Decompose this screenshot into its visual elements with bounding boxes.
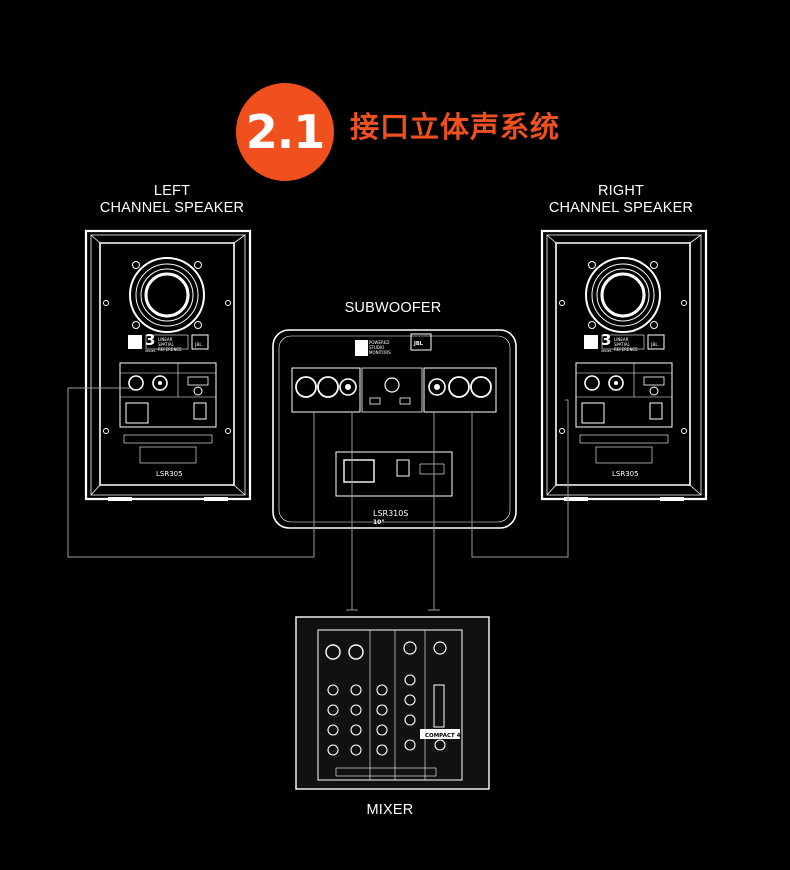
sub-model: LSR310S <box>373 509 408 518</box>
left-speaker-brand-3: REFERENCE <box>158 347 182 352</box>
left-speaker-series-sub: SERIES <box>145 349 156 353</box>
mixer-panel: COMPACT 4 <box>296 617 489 789</box>
mixer-model: COMPACT 4 <box>425 733 461 739</box>
right-speaker-jbl: JBL <box>650 342 658 348</box>
sub-brand-3: MONITORS <box>369 350 391 355</box>
right-speaker-panel <box>542 231 706 501</box>
subwoofer-panel: POWERED STUDIO MONITORS JBL LSR310S 10" <box>273 330 516 528</box>
right-speaker-series: 3 <box>601 331 611 349</box>
sub-size: 10" <box>373 519 384 526</box>
sub-jbl: JBL <box>413 341 424 347</box>
left-speaker-model: LSR305 <box>156 470 183 478</box>
left-speaker-series: 3 <box>145 331 155 349</box>
right-speaker-model: LSR305 <box>612 470 639 478</box>
right-speaker-series-sub: SERIES <box>601 349 612 353</box>
right-speaker-brand-3: REFERENCE <box>614 347 638 352</box>
left-speaker-jbl: JBL <box>194 342 202 348</box>
left-speaker-panel <box>86 231 250 501</box>
